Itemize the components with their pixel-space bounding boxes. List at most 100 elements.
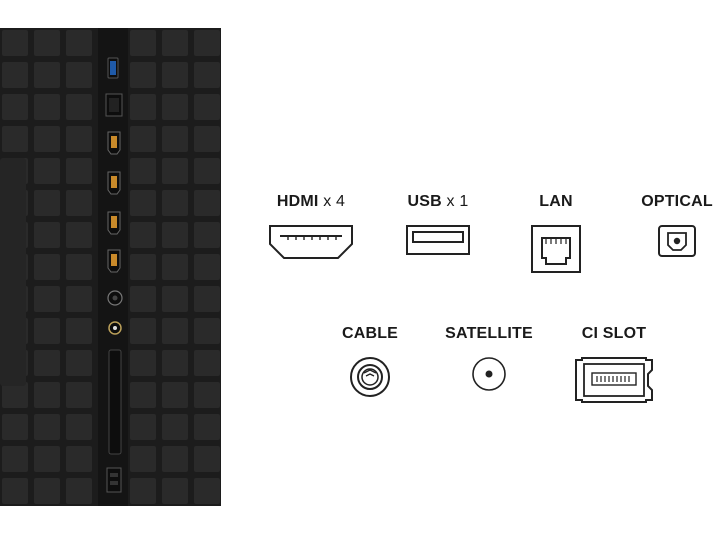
- tv-back-panel-graphic: [0, 28, 220, 506]
- panel-hdmi-port: [107, 211, 121, 235]
- vent-cell: [66, 254, 92, 280]
- vent-cell: [2, 478, 28, 504]
- vent-cell: [130, 478, 156, 504]
- vent-cell: [34, 446, 60, 472]
- vent-cell: [66, 446, 92, 472]
- port-ci-slot-label: CI SLOT: [582, 324, 647, 344]
- vent-cell: [34, 478, 60, 504]
- hdmi-port-icon: [269, 225, 353, 259]
- vent-cell: [162, 222, 188, 248]
- vent-cell: [2, 94, 28, 120]
- vent-cell: [194, 190, 220, 216]
- usb-port-icon: [406, 225, 470, 255]
- vent-cell: [162, 414, 188, 440]
- port-hdmi: HDMI x 4: [251, 192, 371, 260]
- vent-cell: [66, 478, 92, 504]
- vent-cell: [34, 350, 60, 376]
- panel-usb-port: [107, 57, 119, 79]
- vent-cell: [66, 222, 92, 248]
- vent-cell: [34, 254, 60, 280]
- port-lan: LAN: [496, 192, 616, 274]
- vent-cell: [162, 126, 188, 152]
- vent-cell: [130, 350, 156, 376]
- vent-cell: [66, 414, 92, 440]
- vent-cell: [66, 318, 92, 344]
- panel-optical-port: [107, 290, 123, 306]
- port-cable-name: CABLE: [341, 325, 399, 342]
- port-lan-label: LAN: [539, 192, 572, 212]
- port-usb-name: USB: [407, 193, 442, 210]
- vent-cell: [2, 126, 28, 152]
- vent-cell: [2, 414, 28, 440]
- vent-cell: [194, 414, 220, 440]
- vent-cell: [66, 126, 92, 152]
- vent-cell: [194, 350, 220, 376]
- vent-cell: [66, 350, 92, 376]
- vent-cell: [194, 62, 220, 88]
- port-usb-qty: x 1: [446, 193, 469, 210]
- vent-cell: [34, 222, 60, 248]
- port-satellite: SATELLITE: [429, 324, 549, 392]
- vent-cell: [34, 286, 60, 312]
- satellite-port-icon: [472, 357, 506, 391]
- vent-cell: [130, 414, 156, 440]
- vent-cell: [66, 190, 92, 216]
- vent-cell: [66, 158, 92, 184]
- panel-hdmi-port: [107, 249, 121, 273]
- port-optical: OPTICAL: [617, 192, 720, 258]
- vent-cell: [162, 190, 188, 216]
- tv-back-panel: [0, 28, 221, 506]
- vent-cell: [130, 94, 156, 120]
- vent-cell: [162, 158, 188, 184]
- vent-cell: [194, 478, 220, 504]
- ci-slot-icon: [575, 357, 653, 403]
- panel-hdmi-port: [107, 131, 121, 155]
- vent-cell: [194, 446, 220, 472]
- port-hdmi-qty: x 4: [323, 193, 346, 210]
- vent-cell: [162, 318, 188, 344]
- lan-port-icon: [531, 225, 581, 273]
- vent-cell: [162, 94, 188, 120]
- vent-cell: [194, 94, 220, 120]
- port-cable-label: CABLE: [342, 324, 398, 344]
- vent-cell: [34, 126, 60, 152]
- optical-port-icon: [658, 225, 696, 257]
- panel-ci-slot: [108, 349, 122, 455]
- vent-cell: [130, 222, 156, 248]
- port-ci-slot-name: CI SLOT: [581, 325, 647, 342]
- vent-cell: [34, 94, 60, 120]
- vent-cell: [194, 382, 220, 408]
- side-recess: [0, 158, 26, 386]
- panel-lan-port: [105, 93, 123, 117]
- vent-cell: [130, 446, 156, 472]
- port-lan-name: LAN: [539, 193, 573, 210]
- port-optical-label: OPTICAL: [641, 192, 713, 212]
- port-usb: USB x 1: [378, 192, 498, 256]
- vent-cell: [66, 62, 92, 88]
- vent-cell: [34, 158, 60, 184]
- vent-cell: [130, 254, 156, 280]
- vent-cell: [194, 222, 220, 248]
- vent-cell: [130, 382, 156, 408]
- vent-cell: [194, 158, 220, 184]
- vent-cell: [2, 30, 28, 56]
- port-hdmi-label: HDMI x 4: [277, 192, 345, 212]
- port-ci-slot: CI SLOT: [554, 324, 674, 404]
- vent-cell: [130, 30, 156, 56]
- vent-cell: [162, 478, 188, 504]
- vent-cell: [162, 254, 188, 280]
- vent-cell: [2, 62, 28, 88]
- vent-cell: [2, 382, 28, 408]
- vent-cell: [66, 94, 92, 120]
- panel-cable-port: [108, 321, 122, 335]
- port-usb-label: USB x 1: [408, 192, 469, 212]
- vent-cell: [194, 286, 220, 312]
- port-satellite-name: SATELLITE: [445, 325, 533, 342]
- vent-cell: [162, 286, 188, 312]
- vent-cell: [194, 30, 220, 56]
- vent-cell: [162, 350, 188, 376]
- port-optical-name: OPTICAL: [641, 193, 713, 210]
- panel-hdmi-port: [107, 171, 121, 195]
- vent-cell: [34, 382, 60, 408]
- cable-port-icon: [350, 357, 390, 397]
